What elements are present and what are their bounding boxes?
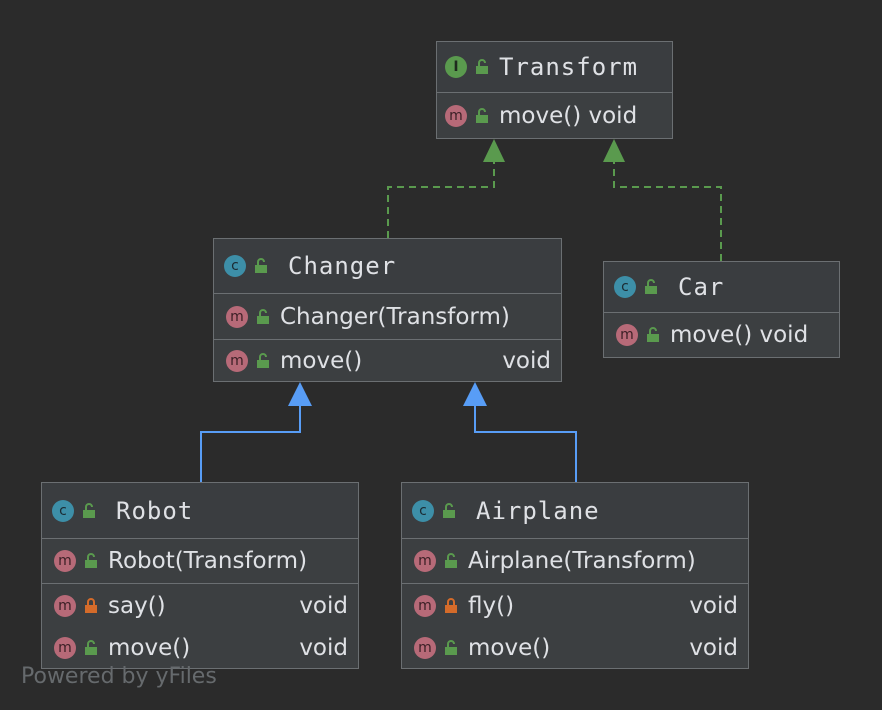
unlocked-public-icon [647,327,659,342]
edge-car-implements-transform [613,162,722,261]
method-icon: m [414,550,436,572]
node-transform[interactable]: I Transform m move() void [436,41,673,139]
unlocked-public-icon [257,352,269,368]
unlocked-public-icon [645,279,657,294]
method-icon: m [616,324,638,346]
unlocked-public-icon [83,502,95,518]
locked-private-icon [445,597,457,613]
unlocked-public-icon [257,308,269,324]
member-return-type: void [299,592,348,619]
edge-robot-extends-changer [200,406,301,482]
unlocked-public-icon [476,59,488,74]
interface-icon: I [445,56,467,78]
method-icon: m [445,104,467,127]
node-title: Transform [499,53,639,81]
member-row[interactable]: m move() void [402,627,748,669]
arrowhead-car-transform [603,139,625,162]
node-transform-header: I Transform [437,42,672,92]
class-icon: c [412,499,434,522]
unlocked-public-icon [445,553,457,568]
member-signature: say() [108,592,166,619]
unlocked-public-icon [255,258,267,273]
member-row[interactable]: m move() void [604,312,839,357]
method-icon: m [54,594,76,617]
member-row[interactable]: m move() void [437,92,672,138]
node-robot-header: c Robot [42,483,358,538]
member-signature: fly() [468,592,515,619]
member-row[interactable]: m say() void [42,583,358,627]
method-icon: m [226,305,248,328]
node-airplane-header: c Airplane [402,483,748,538]
member-signature: move() [108,635,191,661]
arrowhead-changer-transform [483,139,505,162]
member-return-type: void [299,635,348,661]
member-signature: move() [280,347,363,374]
node-title: Robot [116,496,194,525]
member-signature: move() void [499,102,638,129]
powered-by-watermark: Powered by yFiles [21,664,217,689]
method-icon: m [414,594,436,617]
member-row[interactable]: m move() void [214,339,561,381]
method-icon: m [54,637,76,659]
edge-airplane-extends-changer [474,406,577,482]
member-signature: move() [468,635,551,661]
node-title: Car [678,273,725,301]
arrowhead-airplane-changer [463,382,487,406]
unlocked-public-icon [85,553,97,568]
node-airplane[interactable]: c Airplane m Airplane(Transform) m fly()… [401,482,749,669]
unlocked-public-icon [85,640,97,655]
method-icon: m [414,637,436,659]
member-row[interactable]: m Robot(Transform) [42,538,358,583]
edge-changer-implements-transform [387,162,495,238]
node-changer-header: c Changer [214,239,561,293]
node-title: Changer [288,252,397,280]
class-icon: c [52,499,74,522]
member-return-type: void [502,347,551,374]
member-row[interactable]: m Changer(Transform) [214,293,561,339]
unlocked-public-icon [443,502,455,518]
member-signature: move() void [670,322,809,348]
member-row[interactable]: m Airplane(Transform) [402,538,748,583]
class-icon: c [614,276,636,298]
member-return-type: void [689,635,738,661]
method-icon: m [54,550,76,572]
node-car-header: c Car [604,262,839,312]
member-signature: Robot(Transform) [108,548,308,574]
member-signature: Changer(Transform) [280,303,510,330]
node-car[interactable]: c Car m move() void [603,261,840,358]
class-icon: c [224,255,246,277]
locked-private-icon [85,597,97,613]
node-robot[interactable]: c Robot m Robot(Transform) m say() void … [41,482,359,669]
member-row[interactable]: m fly() void [402,583,748,627]
member-row[interactable]: m move() void [42,627,358,669]
member-return-type: void [689,592,738,619]
unlocked-public-icon [445,640,457,655]
arrowhead-robot-changer [288,382,312,406]
method-icon: m [226,349,248,372]
unlocked-public-icon [476,107,488,123]
node-changer[interactable]: c Changer m Changer(Transform) m move() … [213,238,562,382]
member-signature: Airplane(Transform) [468,548,696,574]
node-title: Airplane [476,496,600,525]
